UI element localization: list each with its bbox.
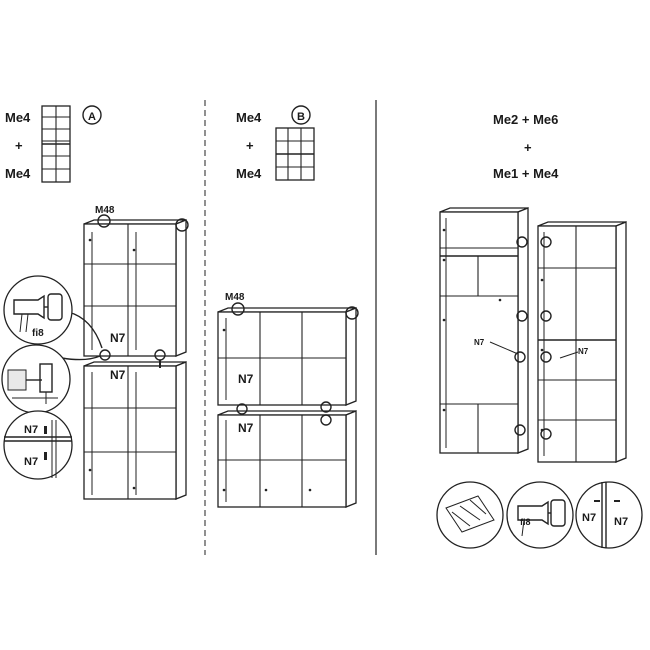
panel-a-fitting-label-1: N7 [110,331,126,345]
panel-a-bottom-label: Me4 [5,166,31,181]
panel-b-lower-cabinet [217,410,357,508]
panel-c-drill-inset: fi8 [506,481,574,549]
panel-a-dowel-inset [1,344,71,414]
panel-b-dowel-circle-right [320,401,332,413]
panel-c-fitting-left: N7 [474,338,485,347]
panel-b-badge: B [297,111,305,123]
panel-c-title-line-1: Me2 + Me6 [493,112,558,127]
panel-a-drill-inset: fi8 [3,275,73,345]
panel-a-n7-detail-inset: N7 N7 [3,410,73,480]
panel-c-drill-label: fi8 [520,517,531,527]
panel-c-callout-right [559,351,579,359]
panel-a-lower-cabinet [83,361,187,500]
panel-a-inset-label-2: N7 [24,456,38,468]
panel-c-inset-label-2: N7 [614,516,628,528]
panel-a-badge: A [88,111,96,123]
panel-c-connector-circle-4 [540,310,552,322]
panel-c-plus: + [524,140,532,155]
panel-c-inset-label-1: N7 [582,512,596,524]
panel-c-callout-left [489,341,519,355]
panel-c-n7-detail-inset: N7 N7 [575,481,643,549]
panel-a-fitting-label-2: N7 [110,368,126,382]
panel-b-dowel-circle-lower-right [320,414,332,426]
panel-a-pointer-line-2 [61,355,101,361]
panel-c-connector-circle-3 [516,310,528,322]
panel-b-mini-cabinet-icon [275,127,315,181]
panel-b-bottom-label: Me4 [236,166,262,181]
panel-a-dowel-circle-left [99,349,111,361]
panel-c-right-tall-unit [537,221,627,463]
panel-a-mini-cabinet-icon [41,105,71,183]
panel-a-badge-circle [82,105,102,125]
panel-a-screw-label: M48 [95,205,115,216]
panel-c-fitting-right: N7 [578,347,589,356]
panel-b-top-label: Me4 [236,110,262,125]
panel-a-upper-cabinet [83,219,187,357]
panel-c-connector-circle-2 [540,236,552,248]
panel-a: Me4 + Me4 A [1,105,189,500]
panel-c-sketch-inset [436,481,504,549]
panel-a-plus: + [15,138,23,153]
panel-a-drill-label: fi8 [32,328,44,339]
panel-b-screw-label: M48 [225,292,245,303]
panel-a-cam-circle-top-right [175,218,189,232]
panel-c-title-line-3: Me1 + Me4 [493,166,559,181]
panel-b-fitting-label-2: N7 [238,421,254,435]
panel-b-cam-circle-top-right [345,306,359,320]
panel-a-top-label: Me4 [5,110,31,125]
panel-c-left-tall-unit [439,207,529,454]
panel-b: Me4 + Me4 B M48 [217,105,359,508]
panel-c-connector-circle-8 [540,428,552,440]
panel-b-badge-circle [291,105,311,125]
panel-b-plus: + [246,138,254,153]
panel-a-inset-label-1: N7 [24,424,38,436]
panel-b-cam-circle-top-left [231,302,245,316]
panel-a-cam-circle-top-left [97,214,111,228]
panel-c-connector-circle-5 [514,351,526,363]
panel-c: Me2 + Me6 + Me1 + Me4 [436,112,643,549]
panel-c-connector-circle-6 [540,351,552,363]
panel-b-dowel-circle-left [236,403,248,415]
panel-b-upper-cabinet [217,307,357,406]
panel-b-fitting-label-1: N7 [238,372,254,386]
panel-c-connector-circle-1 [516,236,528,248]
panel-c-connector-circle-7 [514,424,526,436]
